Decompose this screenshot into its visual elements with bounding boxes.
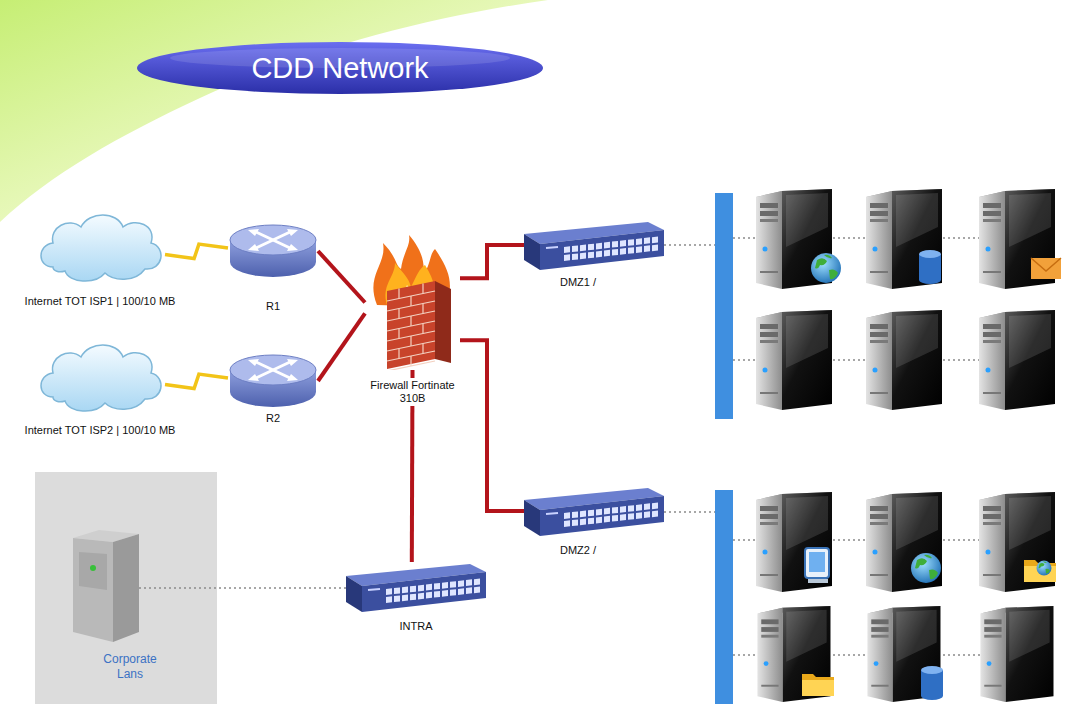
network-link: [460, 340, 524, 511]
node-label: R1: [266, 300, 280, 313]
node-label: DMZ1 /: [560, 276, 596, 289]
corporate-lan-panel: Corporate Lans: [35, 472, 217, 704]
title-banner: CDD Network: [135, 40, 545, 96]
router: R1: [228, 222, 318, 280]
wan-link: [165, 244, 228, 259]
lan-link: [217, 587, 346, 588]
network-link: [318, 313, 365, 381]
server-badges: [802, 250, 1061, 700]
router: R2: [228, 352, 318, 410]
dmz-switch: DMZ1 /: [524, 220, 664, 270]
server-links: [664, 238, 1050, 655]
corner-swoosh: [0, 0, 548, 222]
node-label: Corporate Lans: [90, 652, 170, 682]
network-link: [460, 245, 524, 278]
internet-cloud: Internet TOT ISP1 | 100/10 MB: [35, 205, 165, 285]
internet-cloud: Internet TOT ISP2 | 100/10 MB: [35, 335, 165, 415]
node-label: Internet TOT ISP2 | 100/10 MB: [25, 424, 176, 437]
title-text: CDD Network: [135, 40, 545, 96]
node-icon: [524, 486, 664, 536]
node-label: INTRA: [400, 620, 433, 633]
node-label: Internet TOT ISP1 | 100/10 MB: [25, 295, 176, 308]
wan-link: [165, 374, 228, 389]
dmz-servers: [756, 189, 1055, 702]
node-icon: [35, 335, 165, 415]
node-icon: [365, 235, 460, 370]
node-icon: [35, 205, 165, 285]
node-label: R2: [266, 412, 280, 425]
server-rack-bars: [715, 193, 733, 704]
node-icon: [228, 222, 318, 280]
node-icon: [524, 220, 664, 270]
node-label: Firewall Fortinate 310B: [363, 378, 463, 406]
node-icon: [346, 562, 486, 614]
dmz-switch: DMZ2 /: [524, 486, 664, 536]
node-label: DMZ2 /: [560, 544, 596, 557]
network-link: [318, 251, 365, 303]
lan-switch: INTRA: [346, 562, 486, 614]
firewall: Firewall Fortinate 310B: [365, 235, 460, 370]
node-icon: [228, 352, 318, 410]
